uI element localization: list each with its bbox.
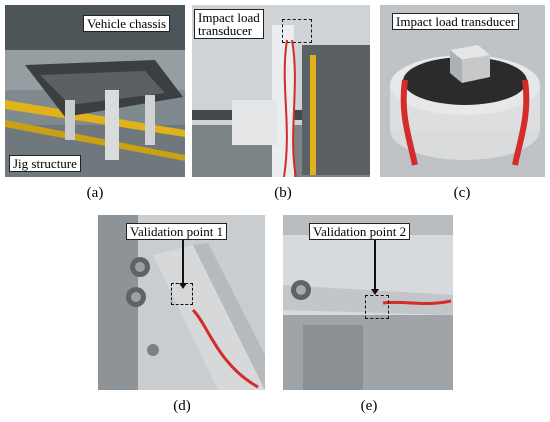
photo-d-validation-point-1: Validation point 1 [98, 215, 265, 390]
label-validation-point-2: Validation point 2 [309, 223, 411, 240]
dashed-highlight-box [282, 19, 312, 43]
pointer-arrow [371, 240, 378, 295]
label-validation-point-1: Validation point 1 [126, 223, 228, 240]
label-line-1: Impact load [198, 10, 260, 25]
label-impact-load-transducer: Impact load transducer [194, 9, 264, 39]
caption-c: (c) [453, 185, 471, 201]
caption-e: (e) [360, 398, 378, 414]
label-vehicle-chassis: Vehicle chassis [83, 15, 171, 32]
photo-a-vehicle-chassis-jig: Vehicle chassis Jig structure [5, 5, 185, 177]
caption-a: (a) [86, 185, 104, 201]
photo-e-validation-point-2: Validation point 2 [283, 215, 453, 390]
dashed-highlight-box [365, 295, 389, 319]
photo-c-transducer-closeup: Impact load transducer [380, 5, 545, 177]
caption-b: (b) [274, 185, 292, 201]
pointer-arrow [179, 240, 186, 289]
label-impact-load-transducer-c: Impact load transducer [392, 13, 520, 30]
caption-d: (d) [173, 398, 191, 414]
label-line-2: transducer [198, 23, 253, 38]
dashed-highlight-box [171, 283, 193, 305]
label-jig-structure: Jig structure [9, 155, 81, 172]
photo-b-transducer-mount: Impact load transducer [192, 5, 370, 177]
